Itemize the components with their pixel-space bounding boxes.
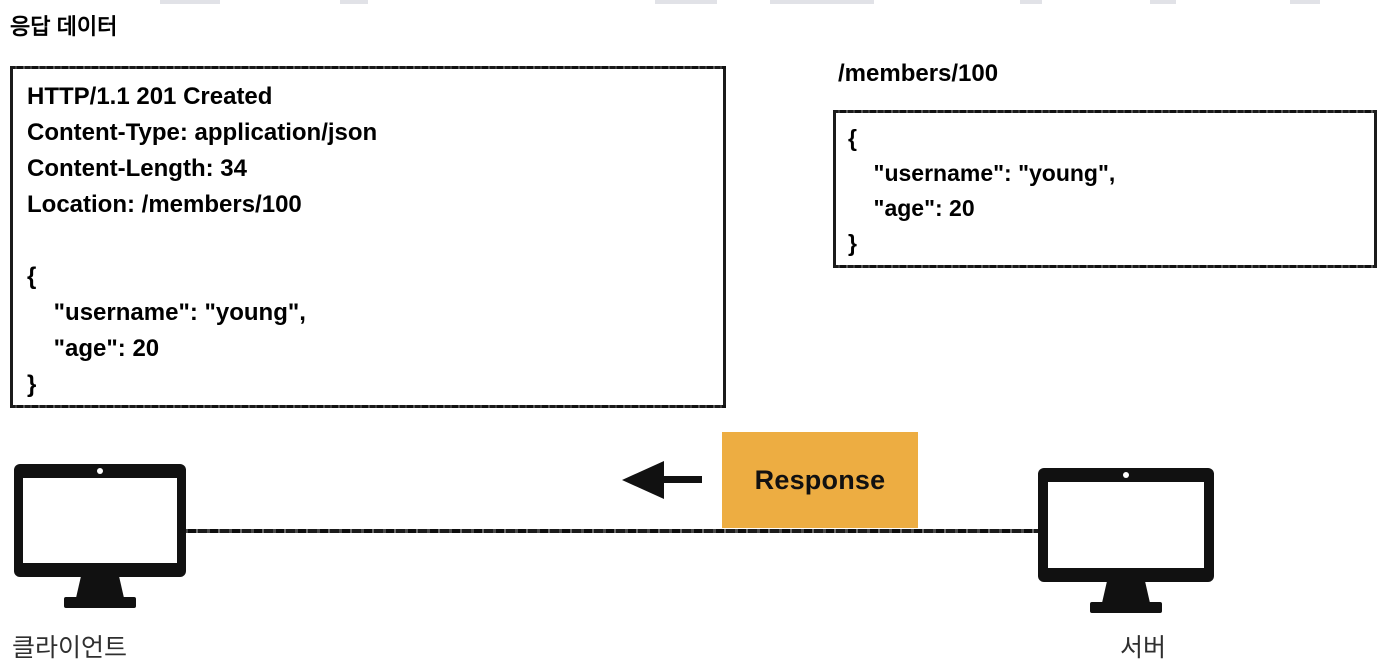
- monitor-screen: [23, 478, 177, 563]
- cropped-heading-fragment: [1290, 0, 1320, 4]
- response-head-text: HTTP/1.1 201 Created Content-Type: appli…: [27, 83, 378, 218]
- monitor-neck: [76, 577, 124, 598]
- network-connection-line: [176, 529, 1048, 533]
- cropped-heading-fragment: [1150, 0, 1176, 4]
- resource-representation-box: { "username": "young", "age": 20 }: [833, 110, 1377, 268]
- monitor-base: [64, 597, 136, 608]
- monitor-camera-dot: [1123, 472, 1129, 478]
- response-message-text: HTTP/1.1 201 Created Content-Type: appli…: [27, 79, 715, 403]
- server-monitor-icon: [1038, 468, 1214, 614]
- resource-uri-label: /members/100: [838, 60, 999, 87]
- monitor-camera-dot: [97, 468, 103, 474]
- response-data-label: 응답 데이터: [10, 14, 118, 39]
- cropped-heading-fragment: [1020, 0, 1042, 4]
- response-message-box: HTTP/1.1 201 Created Content-Type: appli…: [10, 66, 726, 408]
- arrow-left-icon: [622, 461, 702, 499]
- cropped-heading-fragment: [160, 0, 220, 4]
- monitor-neck: [1102, 582, 1150, 603]
- server-label: 서버: [1120, 634, 1167, 662]
- response-body-text: { "username": "young", "age": 20 }: [27, 263, 306, 398]
- client-monitor-icon: [14, 464, 186, 608]
- monitor-base: [1090, 602, 1162, 613]
- cropped-heading-fragment: [655, 0, 717, 4]
- resource-body-text: { "username": "young", "age": 20 }: [848, 125, 1116, 256]
- cropped-heading-fragment: [770, 0, 874, 4]
- location-header-value: /members/100: [141, 191, 302, 218]
- client-label: 클라이언트: [12, 634, 128, 662]
- cropped-heading-fragment: [340, 0, 368, 4]
- response-tag-label: Response: [754, 464, 886, 495]
- monitor-screen: [1048, 482, 1204, 568]
- response-tag: Response: [722, 432, 918, 528]
